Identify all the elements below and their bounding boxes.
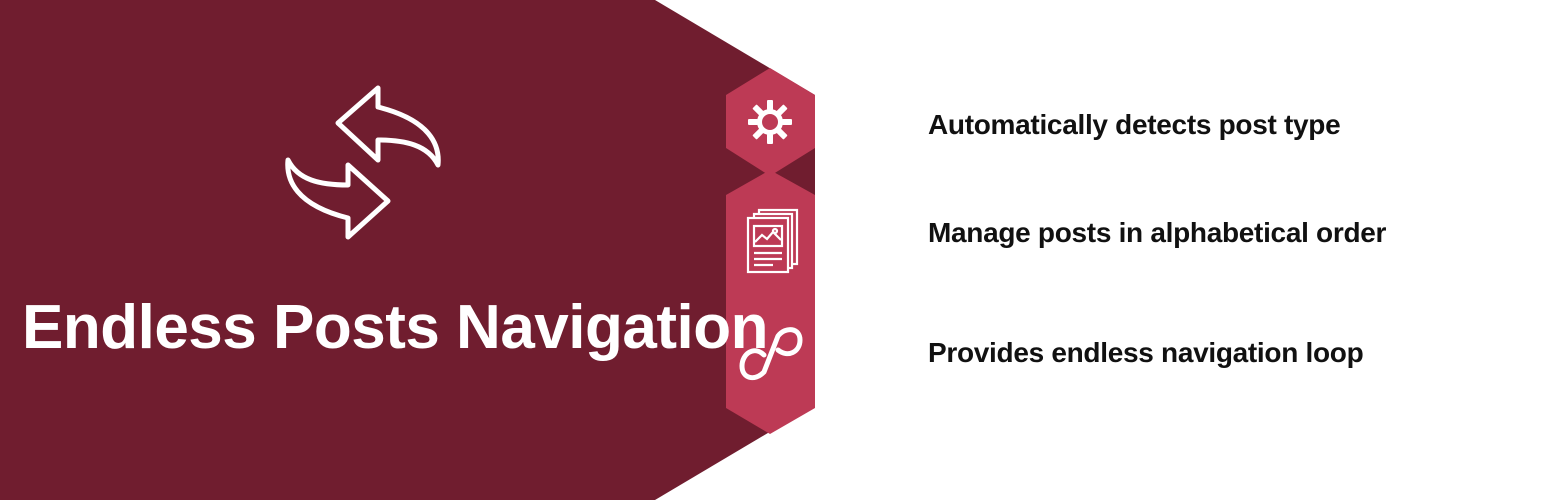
gear-icon — [748, 100, 792, 144]
posts-documents-icon — [746, 208, 799, 274]
feature-label-alphabetical-order: Manage posts in alphabetical order — [928, 217, 1387, 248]
swap-arrows-icon — [285, 85, 441, 240]
feature-label-detect-post-type: Automatically detects post type — [928, 109, 1341, 140]
plugin-title: Endless Posts Navigation — [22, 293, 769, 362]
feature-label-endless-loop: Provides endless navigation loop — [928, 337, 1364, 368]
infinity-icon — [739, 327, 803, 381]
main-panel — [0, 0, 815, 500]
